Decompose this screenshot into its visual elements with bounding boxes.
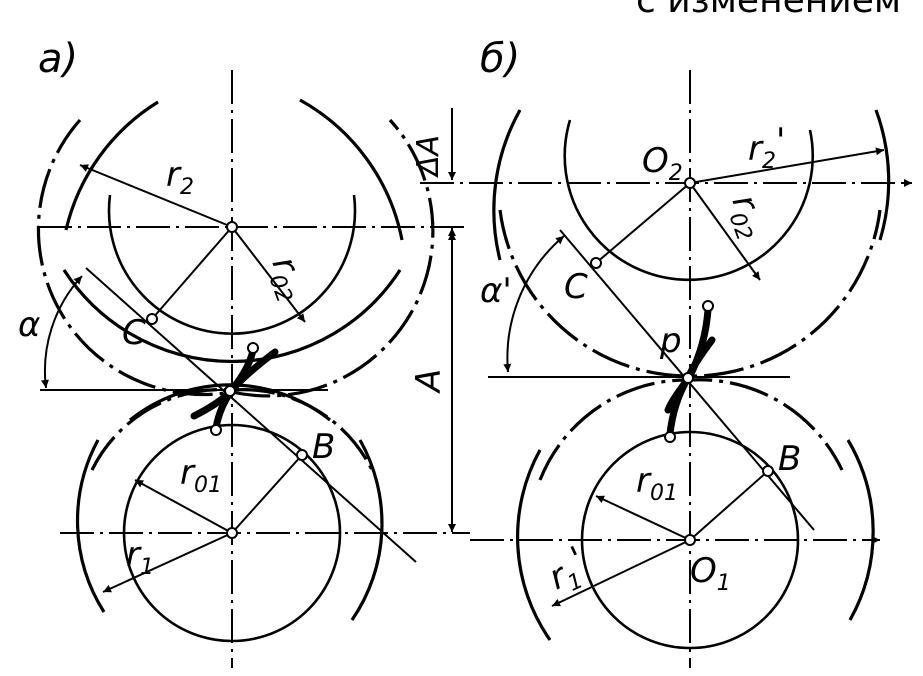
panel-b-radius-upper-to-C — [595, 182, 691, 264]
panel-a-tooth-tip-upper — [247, 342, 259, 354]
dimension-lines: ΔA A — [409, 108, 456, 532]
panel-a-tooth-tip-lower — [210, 424, 222, 436]
panel-b-alpha-arc — [503, 235, 565, 373]
panel-b-alpha-label: α' — [480, 271, 512, 311]
panel-b-C-label: C — [564, 267, 588, 307]
panel-a-upper-center-point — [226, 221, 238, 233]
panel-b-radius-lower-to-B — [689, 470, 769, 541]
panel-a-r01-arrow — [134, 479, 233, 534]
panel-a-alpha-label: α — [18, 305, 40, 345]
panel-b-point-O1 — [684, 534, 696, 546]
panel-b-r01-arrow — [595, 495, 691, 541]
dim-A-label: A — [409, 369, 449, 394]
panel-a-radius-lower-to-B — [231, 454, 303, 534]
panel-a-r01-label: r01 — [180, 453, 222, 498]
panel-a-r02-label: r02 — [259, 251, 316, 306]
panel-b-point-O2 — [684, 177, 696, 189]
header-fragment: с изменением — [636, 0, 901, 21]
panel-b-r2p-label: r2' — [748, 121, 785, 174]
panel-b-point-B — [762, 465, 774, 477]
panel-a-point-C — [146, 313, 158, 325]
panel-b-lower-base-circle — [580, 430, 800, 650]
panel-a-upper-outer-arc-left — [64, 100, 159, 231]
panel-a-lower-base-circle — [122, 423, 342, 643]
panel-a-alpha-arc — [41, 275, 83, 389]
panel-b-r2p-arrow — [689, 147, 885, 184]
panel-a-B-label: B — [312, 427, 335, 467]
panel-b-r02-arrow — [689, 182, 761, 281]
dim-delta-A-label: ΔA — [411, 135, 446, 178]
panel-a-r1-arrow — [102, 532, 233, 593]
panel-b-r1p-arrow — [551, 539, 691, 607]
panel-a-r2-arrow — [79, 164, 233, 228]
panel-a-pitch-point — [224, 385, 236, 397]
panel-a-upper-addendum-circle — [62, 269, 402, 364]
panel-a-r2-label: r2 — [166, 155, 194, 200]
panel-a: а) — [18, 36, 470, 668]
panel-a-upper-outer-arc-right — [299, 98, 404, 241]
panel-b-upper-outer-arc-left — [492, 109, 522, 261]
panel-b-point-C — [590, 257, 602, 269]
panel-b-r01-label: r01 — [636, 461, 678, 506]
panel-b: б) — [420, 36, 912, 668]
panel-b-O1-label: O1 — [690, 551, 731, 596]
panel-b-label: б) — [480, 36, 520, 82]
panel-a-lower-center-point — [226, 527, 238, 539]
panel-a-upper-base-circle — [107, 194, 357, 335]
panel-b-lower-outer-arc-right — [846, 439, 875, 621]
panel-b-pitch-point — [682, 372, 694, 384]
panel-b-B-label: B — [778, 439, 801, 479]
panel-b-tooth-tip-upper — [702, 300, 714, 312]
panel-a-r02-arrow — [231, 226, 306, 323]
panel-a-C-label: C — [122, 313, 146, 353]
panel-b-lower-outer-arc-left — [516, 449, 552, 641]
panel-a-radius-upper-to-C — [151, 226, 233, 320]
panel-a-lower-outer-arc-right — [350, 439, 384, 621]
panel-b-p-label: p — [659, 321, 682, 361]
panel-b-tooth-tip-lower — [664, 431, 676, 443]
panel-b-O2-label: O2 — [642, 141, 683, 186]
panel-a-r1-label: r1 — [126, 535, 154, 580]
panel-a-lower-root-arc — [129, 383, 331, 422]
panel-a-label: а) — [38, 36, 78, 82]
panel-a-lower-outer-arc-left — [75, 439, 106, 613]
panel-a-point-B — [296, 449, 308, 461]
panel-b-r1p-label: r1' — [540, 539, 596, 603]
panel-a-line-of-action — [85, 267, 417, 563]
panel-b-upper-outer-arc-right — [874, 109, 891, 241]
panel-b-upper-base-circle — [563, 119, 815, 282]
